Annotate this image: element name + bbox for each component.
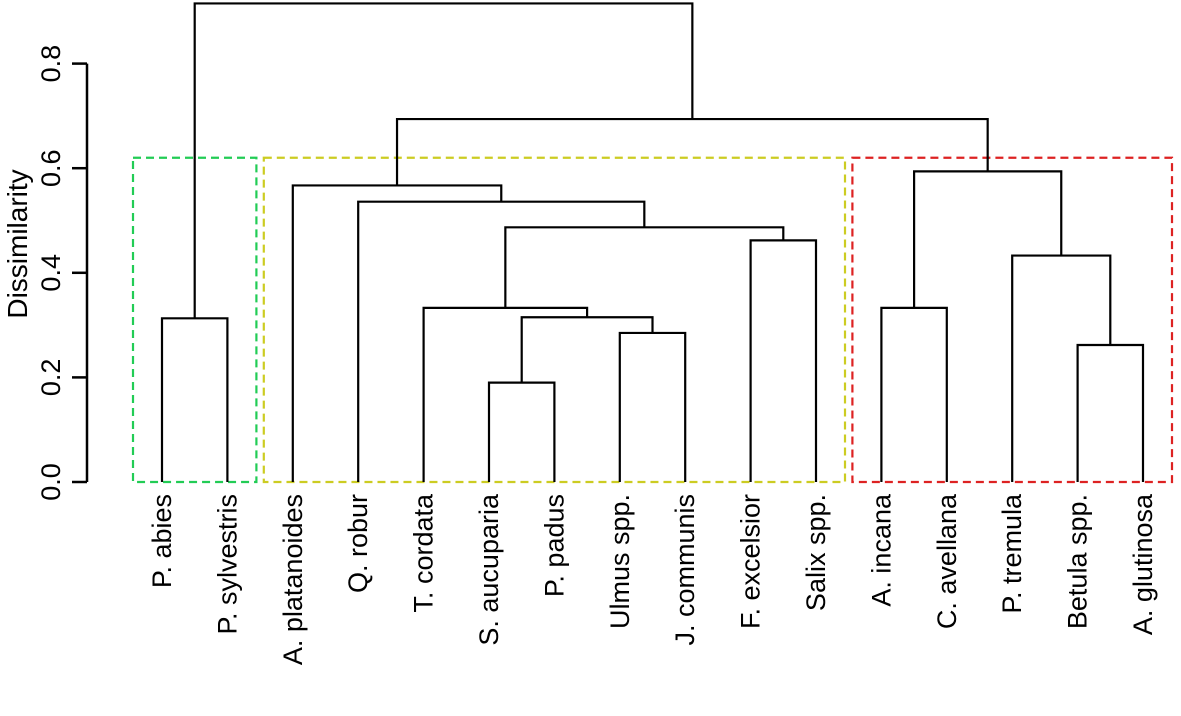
leaf-label: P. abies (147, 494, 177, 588)
y-tick-label: 0.8 (36, 45, 66, 83)
leaf-label: Q. robur (343, 494, 373, 593)
dendrogram-link (422, 306, 589, 482)
dendrogram-link (487, 381, 556, 482)
leaf-label: P. sylvestris (212, 494, 242, 635)
dendrogram-link (160, 317, 229, 482)
leaf-label: P. padus (539, 494, 569, 597)
leaf-label: Ulmus spp. (605, 494, 635, 629)
leaf-label: S. aucuparia (474, 493, 504, 646)
dendrogram-link (357, 200, 646, 482)
leaf-label: F. excelsior (736, 494, 766, 629)
leaf-label: C. avellana (932, 493, 962, 629)
dendrogram-link (1076, 343, 1145, 482)
dendrogram-link (291, 184, 503, 482)
dendrogram-link (520, 316, 654, 383)
y-tick-label: 0.6 (36, 149, 66, 187)
cluster-box (131, 156, 258, 484)
leaf-label: A. platanoides (278, 494, 308, 665)
dendrogram-link (395, 117, 989, 186)
leaf-label: Betula spp. (1063, 494, 1093, 629)
cluster-box (851, 156, 1174, 484)
dendrogram-link (504, 226, 785, 308)
dendrogram-link (880, 306, 948, 482)
dendrogram-link (1011, 254, 1112, 482)
dendrogram-link (618, 331, 687, 482)
leaf-label: A. glutinosa (1128, 493, 1158, 635)
leaf-labels: P. abies P. sylvestris A. platanoides Q. ro… (147, 493, 1158, 665)
y-axis-title: Dissimilarity (2, 169, 33, 318)
leaf-label: P. tremula (997, 493, 1027, 614)
y-axis: 0.0 0.2 0.4 0.6 0.8 (36, 45, 89, 501)
dendrogram-link (749, 239, 818, 482)
y-tick-label: 0.0 (36, 463, 66, 501)
dendrogram-link (913, 170, 1063, 308)
dendrogram-tree (160, 2, 1145, 482)
leaf-label: A. incana (866, 493, 896, 607)
leaf-label: T. cordata (409, 493, 439, 613)
dendrogram-link (193, 2, 694, 319)
leaf-label: Salix spp. (801, 494, 831, 611)
y-tick-label: 0.4 (36, 254, 66, 292)
leaf-label: J. communis (670, 494, 700, 646)
y-tick-label: 0.2 (36, 359, 66, 397)
